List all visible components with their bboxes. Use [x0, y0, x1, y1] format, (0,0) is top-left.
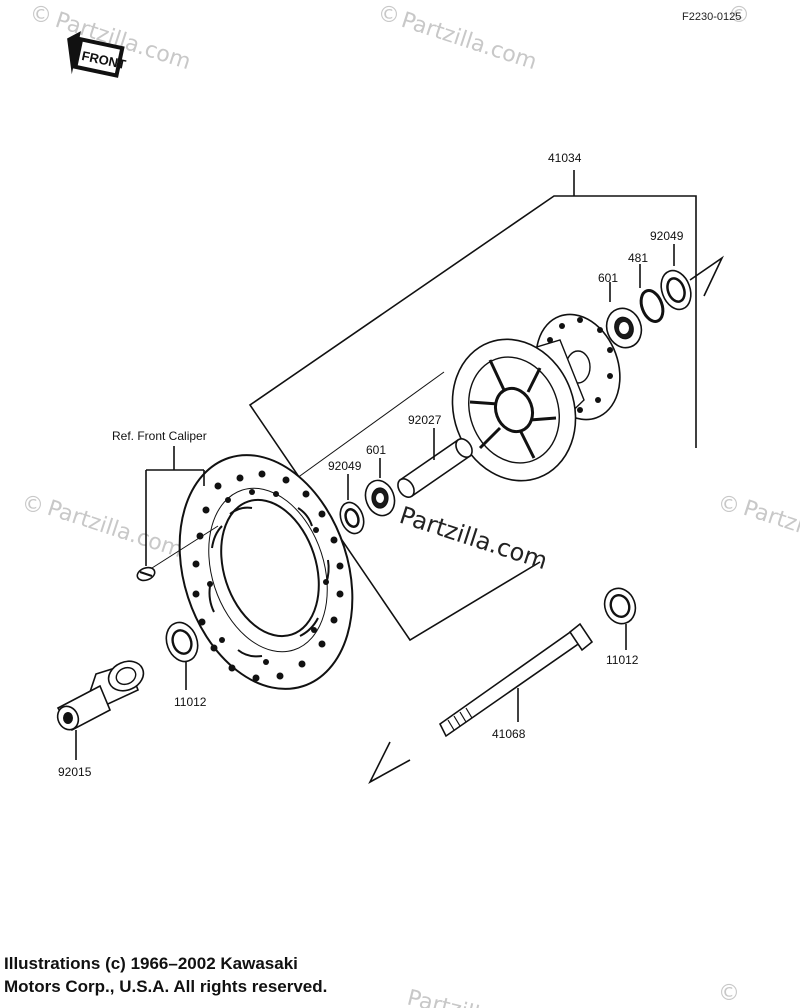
- brake-disc: [178, 454, 354, 690]
- copyright-notice: Illustrations (c) 1966–2002 Kawasaki Mot…: [4, 952, 524, 998]
- label-92049-bottom: 92049: [328, 459, 362, 473]
- label-481: 481: [628, 251, 648, 265]
- label-ref-front-caliper: Ref. Front Caliper: [112, 429, 207, 443]
- axle-direction-arrows: [368, 255, 724, 784]
- collar-92015: 92015: [56, 660, 145, 779]
- ref-caliper-callout: Ref. Front Caliper: [112, 429, 219, 569]
- watermark-copyright-icon: ©: [22, 493, 44, 518]
- seal-92049-top: [660, 269, 692, 311]
- label-11012-left: 11012: [174, 695, 207, 709]
- caliper-bolt: [136, 566, 156, 582]
- copyright-line-2: Motors Corp., U.S.A. All rights reserved…: [4, 977, 328, 996]
- label-92049-top: 92049: [650, 229, 684, 243]
- front-arrow-icon: FRONT: [67, 31, 127, 78]
- wheel-hub: [451, 313, 621, 482]
- bearing-601-bottom: 601: [364, 443, 396, 517]
- axle-41068: 41068: [438, 622, 594, 741]
- label-41034: 41034: [548, 151, 582, 165]
- watermark-copyright-icon: ©: [718, 493, 740, 518]
- hub-assembly-bracket: 41034: [248, 151, 697, 642]
- figure-code: F2230-0125: [682, 11, 741, 23]
- watermark-text: Partzilla.com: [740, 496, 800, 563]
- label-11012-right: 11012: [606, 653, 639, 667]
- seal-92049-bottom: 92049: [328, 459, 365, 535]
- watermark-copyright-icon: ©: [728, 3, 750, 28]
- seal-11012-right: 11012: [603, 587, 639, 667]
- circlip-481: [639, 289, 665, 323]
- label-92027: 92027: [408, 413, 442, 427]
- copyright-line-1: Illustrations (c) 1966–2002 Kawasaki: [4, 954, 298, 973]
- watermark-center: Partzilla.com: [396, 501, 551, 575]
- watermark-text: Partzilla.com: [44, 496, 186, 563]
- watermark-copyright-icon: ©: [718, 981, 740, 1006]
- label-601-bottom: 601: [366, 443, 386, 457]
- watermark-text: Partzilla.com: [398, 8, 540, 75]
- label-92015: 92015: [58, 765, 92, 779]
- watermark-copyright-icon: ©: [378, 3, 400, 28]
- label-601-top: 601: [598, 271, 618, 285]
- bearing-601-top: [605, 307, 643, 349]
- watermark-copyright-icon: ©: [30, 3, 52, 28]
- spacer-92027: 92027: [397, 413, 473, 498]
- seal-11012-left: 11012: [165, 621, 207, 709]
- label-41068: 41068: [492, 727, 526, 741]
